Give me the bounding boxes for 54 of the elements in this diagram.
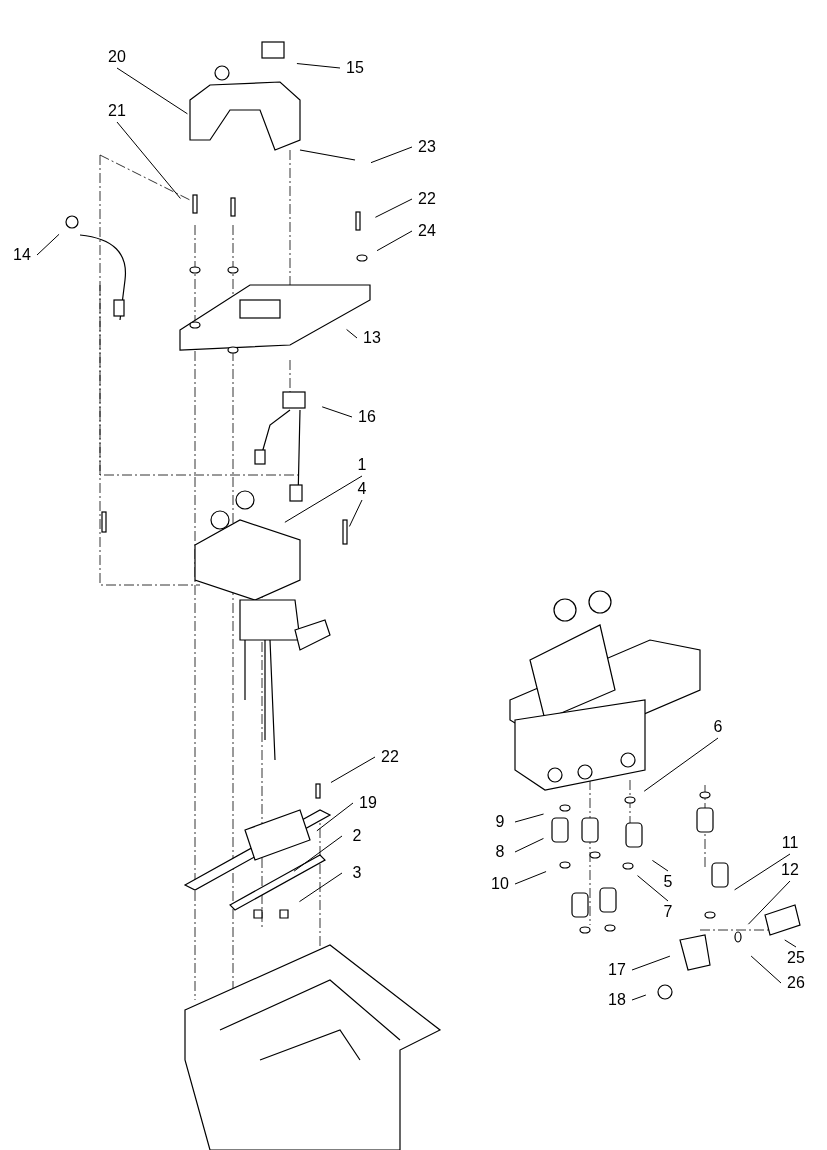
leader-line (734, 853, 791, 891)
leader-line (116, 67, 188, 115)
leader-line (750, 955, 782, 984)
leader-line (514, 871, 547, 885)
callout-number: 26 (783, 974, 809, 992)
leader-line (321, 406, 353, 418)
leader-line (346, 329, 358, 339)
callout-number: 10 (487, 875, 513, 893)
leader-line (374, 198, 413, 218)
callout-number: 15 (342, 59, 368, 77)
leader-line (747, 880, 791, 925)
callout-number: 13 (359, 329, 385, 347)
callout-number: 5 (655, 873, 681, 891)
callout-number: 23 (414, 138, 440, 156)
leader-line (643, 737, 719, 792)
callout-number: 1 (349, 456, 375, 474)
leader-line (651, 859, 669, 872)
leader-line (36, 233, 60, 256)
callout-number: 21 (104, 102, 130, 120)
callout-number: 3 (344, 864, 370, 882)
leader-line (296, 63, 341, 69)
leader-line (376, 230, 413, 252)
callout-number: 6 (705, 718, 731, 736)
callout-number: 25 (783, 949, 809, 967)
leader-line (298, 872, 343, 903)
leader-line (631, 955, 671, 971)
callout-number: 11 (777, 834, 803, 852)
leader-line (348, 499, 363, 527)
callout-number: 7 (655, 903, 681, 921)
leader-line (514, 837, 544, 853)
callout-number: 4 (349, 480, 375, 498)
callout-number: 20 (104, 48, 130, 66)
callout-number: 16 (354, 408, 380, 426)
leader-line (631, 994, 647, 1001)
leader-line (293, 835, 343, 872)
leader-line (370, 146, 413, 164)
leader-line (784, 939, 797, 948)
leader-line (116, 121, 181, 199)
leader-line (637, 875, 669, 902)
callout-number: 22 (377, 748, 403, 766)
callout-number: 19 (355, 794, 381, 812)
leader-line (316, 802, 354, 832)
callout-number: 22 (414, 190, 440, 208)
callout-number: 17 (604, 961, 630, 979)
callout-number: 12 (777, 861, 803, 879)
callout-number: 24 (414, 222, 440, 240)
callout-number: 14 (9, 246, 35, 264)
leader-line (514, 813, 545, 823)
leader-line (330, 756, 376, 783)
callout-number: 2 (344, 827, 370, 845)
callout-number: 18 (604, 991, 630, 1009)
callout-number: 8 (487, 843, 513, 861)
callout-number: 9 (487, 813, 513, 831)
leader-line (284, 475, 363, 523)
